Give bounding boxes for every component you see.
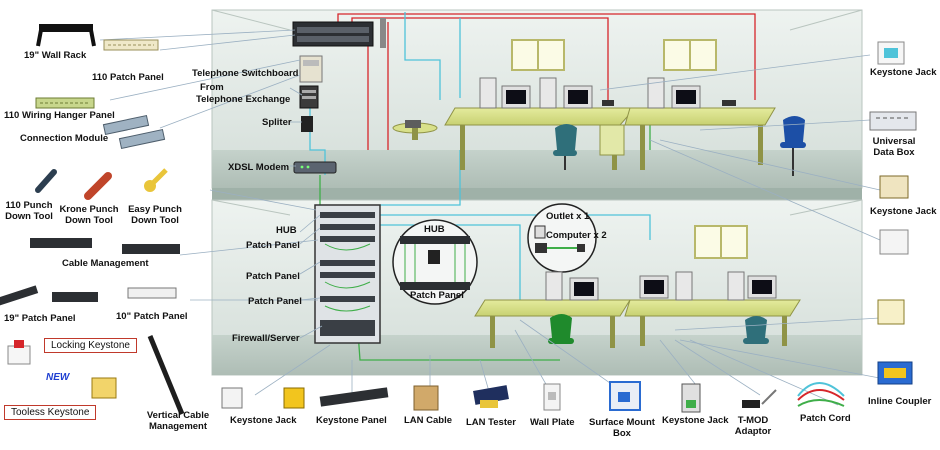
desk-lower-left	[474, 299, 631, 348]
keystone-panel-icon	[319, 387, 389, 407]
tmod-adaptor-icon	[742, 389, 777, 408]
label-patch-panel-110: 110 Patch Panel	[92, 72, 164, 83]
wiring-hanger-panel-icon	[35, 97, 95, 109]
outlet-callout	[527, 203, 597, 273]
label-inline-coupler: Inline Coupler	[868, 396, 932, 407]
lan-cable-box-icon	[413, 385, 439, 411]
coupler-icon	[877, 299, 913, 385]
label-keystone-jack-mid: Keystone Jack	[662, 415, 729, 426]
label-callout-hub: HUB	[424, 224, 445, 235]
desk-upper-left	[444, 107, 637, 170]
cable-management-icon	[30, 238, 180, 254]
computer-icon	[479, 77, 736, 109]
label-lan-tester: LAN Tester	[466, 417, 516, 428]
label-wall-plate: Wall Plate	[530, 417, 575, 428]
label-patch-panel-c: Patch Panel	[248, 296, 302, 307]
label-tooless-keystone: Tooless Keystone	[4, 405, 97, 420]
desk-lower-right	[624, 299, 801, 346]
label-xdsl-modem: XDSL Modem	[228, 162, 290, 173]
keystone-jack-right-icon	[877, 41, 905, 65]
label-wall-rack: 19" Wall Rack	[24, 50, 87, 61]
label-patch-cord: Patch Cord	[800, 413, 851, 424]
hub-callout	[392, 219, 478, 305]
wall-rack-icon	[36, 24, 96, 47]
switchboard-icon	[299, 55, 323, 83]
telephone-exchange-box	[299, 85, 319, 109]
label-keystone-jack-right-mid: Keystone Jack	[870, 206, 937, 217]
surface-mount-box-icon	[609, 381, 641, 411]
label-spliter: Spliter	[262, 117, 292, 128]
vertical-cable-management-icon	[147, 335, 185, 415]
patch-panel-110-icon	[103, 39, 159, 51]
tooless-keystone-icon	[91, 377, 117, 399]
keystone-jack-icon	[221, 387, 305, 409]
label-patch-panel-b: Patch Panel	[246, 271, 300, 282]
label-patch-panel-10: 10" Patch Panel	[116, 311, 188, 322]
label-lan-cable: LAN Cable	[404, 415, 453, 426]
small-table	[392, 120, 438, 140]
modem-icon	[293, 161, 337, 174]
wall-rack-upper	[292, 18, 386, 48]
label-outlet: Outlet x 1	[546, 211, 590, 222]
spliter-icon	[301, 116, 313, 132]
universal-data-box-icon	[869, 111, 917, 131]
rack-cabinet-icon	[314, 204, 381, 344]
punch-tool-icon	[35, 168, 168, 200]
label-computer: Computer x 2	[546, 230, 607, 241]
computer-icon-lower	[545, 271, 777, 301]
label-telephone-switchboard: Telephone Switchboard	[192, 68, 299, 79]
keystone-jack-right-mid-icon	[879, 175, 909, 255]
wall-plate-icon	[543, 383, 561, 411]
label-hub: HUB	[276, 225, 297, 236]
desk-upper-right	[624, 107, 776, 170]
label-patch-panel-19: 19" Patch Panel	[4, 313, 76, 324]
connection-module-icon	[102, 114, 166, 150]
keystone-jack-mid-icon	[681, 383, 701, 413]
label-locking-keystone: Locking Keystone	[44, 338, 137, 353]
chair-icon	[553, 116, 806, 176]
label-keystone-jack-right-top: Keystone Jack	[870, 67, 937, 78]
lan-tester-icon	[473, 385, 509, 408]
label-cable-management: Cable Management	[62, 258, 149, 269]
patch-panel-10-icon	[127, 287, 177, 299]
label-connection-module: Connection Module	[20, 133, 109, 144]
window	[511, 39, 748, 259]
label-firewall-server: Firewall/Server	[232, 333, 300, 344]
chair-icon-lower	[548, 314, 769, 344]
label-wiring-hanger-panel: 110 Wiring Hanger Panel	[4, 110, 115, 121]
locking-keystone-icon	[7, 340, 31, 365]
label-telephone-exchange: Telephone Exchange	[196, 94, 291, 105]
patch-cord-icon	[797, 382, 845, 407]
label-callout-patch-panel: Patch Panel	[410, 290, 464, 301]
cable-network	[309, 12, 756, 361]
label-patch-panel-a: Patch Panel	[246, 240, 300, 251]
new-badge: NEW	[46, 372, 70, 383]
label-keystone-panel: Keystone Panel	[316, 415, 387, 426]
patch-panel-19-icon	[0, 285, 98, 307]
pointer-lines	[99, 29, 891, 406]
label-keystone-jack-bottom: Keystone Jack	[230, 415, 297, 426]
label-from: From	[200, 82, 224, 93]
